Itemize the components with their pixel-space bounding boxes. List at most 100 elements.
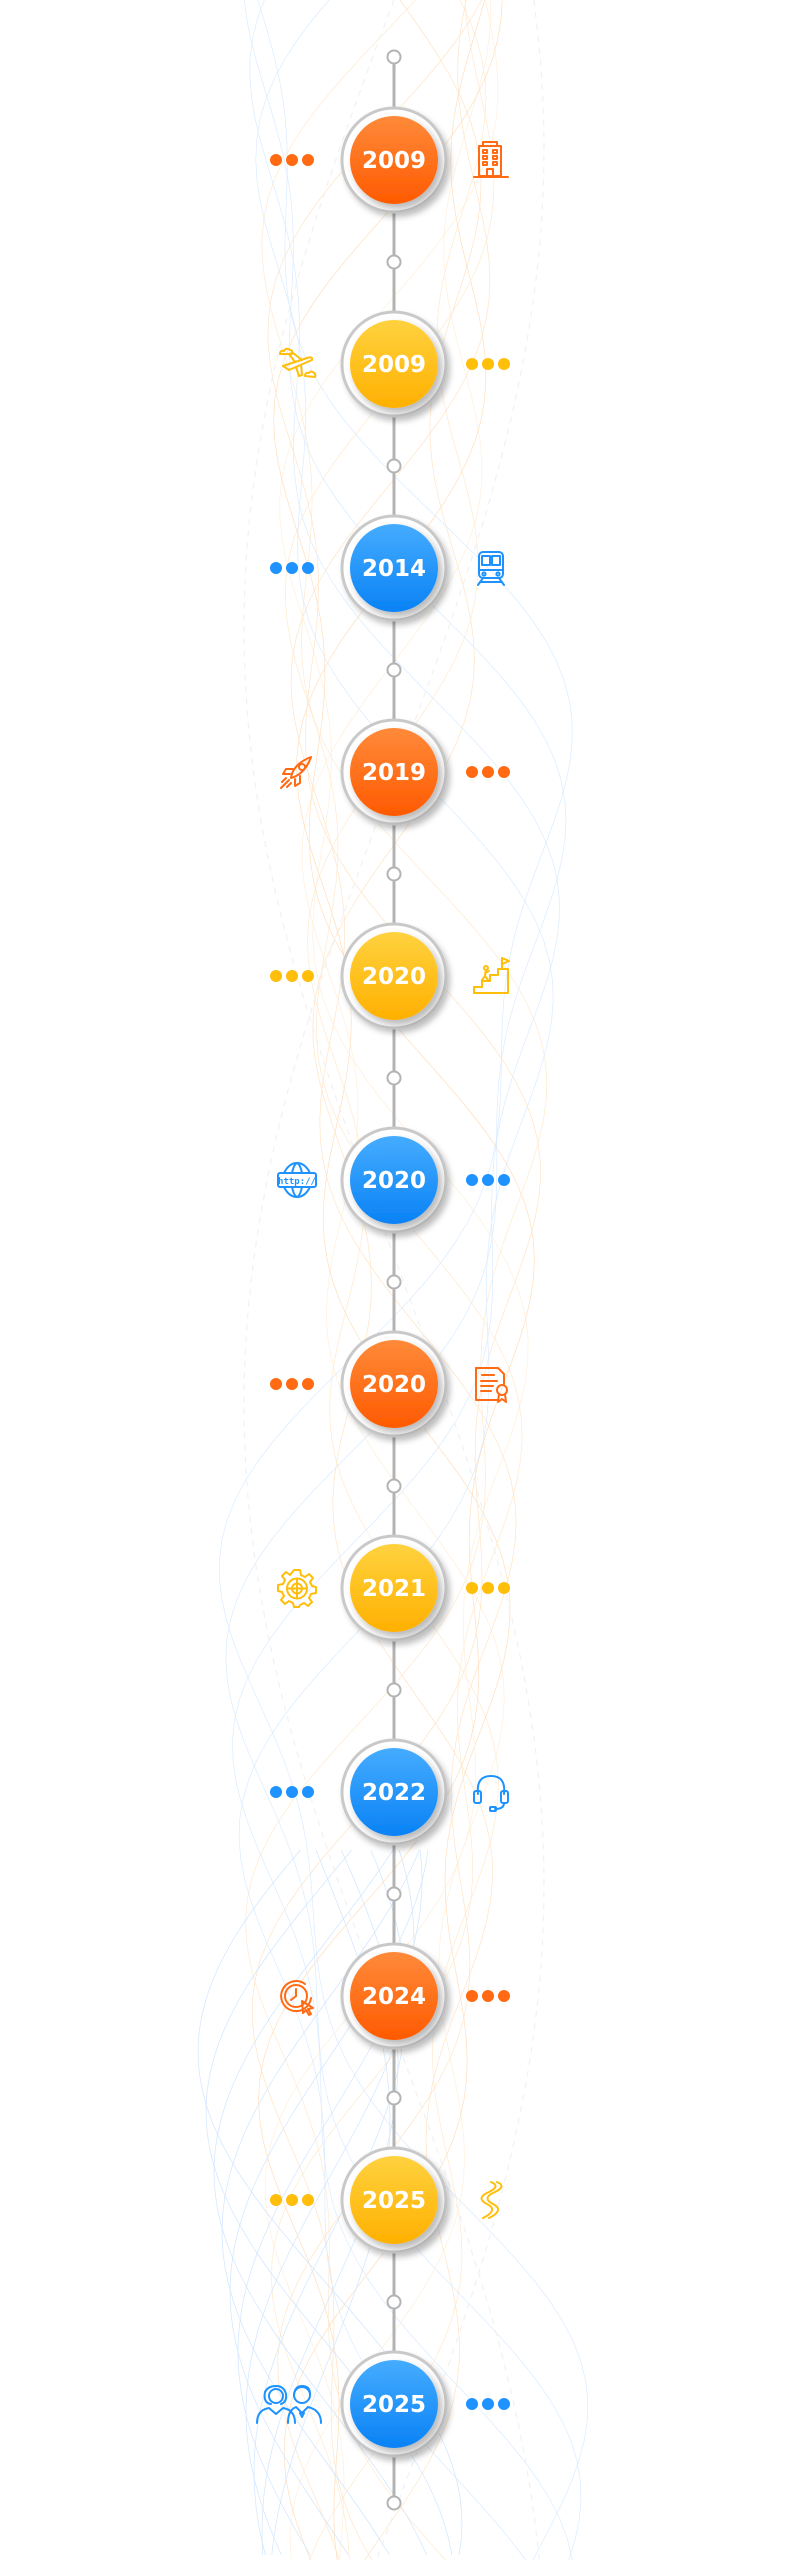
background-wave-line: [238, 0, 554, 2560]
background-wave-line: [219, 0, 589, 2560]
milestone-4: 2019: [280, 718, 510, 826]
milestone-dot: [498, 766, 510, 778]
airplane-clouds-icon: [279, 347, 317, 378]
milestone-dots: [466, 2398, 510, 2410]
milestone-disc: [350, 1748, 438, 1836]
milestone-dot: [482, 2398, 494, 2410]
milestone-dots: [270, 562, 314, 574]
milestone-year: 2025: [362, 2392, 426, 2418]
milestone-dots: [270, 2194, 314, 2206]
milestone-year: 2019: [362, 760, 426, 786]
milestones-group: 2009 2009 2014 2019 2020 2020 2020 2021 2022 2024…: [256, 106, 510, 2458]
milestone-year: 2009: [362, 352, 426, 378]
milestone-dot: [482, 358, 494, 370]
milestone-dot: [498, 1582, 510, 1594]
timeline-spine: [386, 49, 402, 2511]
milestone-year: 2020: [362, 964, 426, 990]
milestone-dot: [498, 1174, 510, 1186]
milestone-dot: [466, 358, 478, 370]
milestone-dots: [466, 358, 510, 370]
milestone-dot: [302, 970, 314, 982]
milestone-dot: [302, 562, 314, 574]
milestone-disc: [350, 524, 438, 612]
milestone-dot: [302, 1378, 314, 1390]
milestone-dot: [498, 1990, 510, 2002]
milestone-year: 2009: [362, 148, 426, 174]
milestone-year: 2020: [362, 1372, 426, 1398]
milestone-8: 2021: [277, 1534, 510, 1642]
milestone-disc: [350, 1544, 438, 1632]
timeline-connector-node: [386, 866, 402, 882]
milestone-dots: [466, 1174, 510, 1186]
milestone-12: 2025: [256, 2350, 510, 2458]
background-wave-line: [264, 0, 529, 2560]
milestone-year: 2020: [362, 1168, 426, 1194]
background-wave-line: [312, 0, 493, 2560]
milestone-11: 2025: [270, 2146, 503, 2254]
milestone-3: 2014: [270, 514, 505, 622]
background-wave-line: [277, 0, 517, 2560]
milestone-dot: [302, 154, 314, 166]
milestone-dot: [270, 2194, 282, 2206]
milestone-year: 2021: [362, 1576, 426, 1602]
timeline-connector-node: [386, 2090, 402, 2106]
milestone-dot: [482, 766, 494, 778]
milestone-10: 2024: [280, 1942, 510, 2050]
milestone-year: 2022: [362, 1780, 426, 1806]
milestone-dots: [270, 1378, 314, 1390]
train-icon: [477, 551, 505, 586]
milestone-dots: [270, 970, 314, 982]
milestone-dot: [466, 1174, 478, 1186]
background-wave-line: [225, 0, 582, 2560]
milestone-9: 2022: [270, 1738, 509, 1846]
milestone-dot: [270, 970, 282, 982]
milestone-7: 2020: [270, 1330, 508, 1438]
milestone-dot: [498, 2398, 510, 2410]
milestone-year: 2024: [362, 1984, 426, 2010]
background-wave-line: [258, 0, 535, 2560]
background-wave-line: [197, 1849, 463, 2556]
timeline-connector-node: [386, 1274, 402, 1290]
milestone-2: 2009: [279, 310, 510, 418]
milestone-dot: [286, 970, 298, 982]
timeline-connector-node: [386, 2294, 402, 2310]
milestone-disc: [350, 932, 438, 1020]
milestone-disc: [350, 728, 438, 816]
milestone-dot: [286, 1786, 298, 1798]
milestone-dot: [466, 1582, 478, 1594]
milestone-dots: [466, 1990, 510, 2002]
timeline-connector-node: [386, 254, 402, 270]
timeline-connector-node: [386, 1682, 402, 1698]
milestone-dots: [466, 766, 510, 778]
milestone-dot: [286, 2194, 298, 2206]
timeline-connector-node: [386, 458, 402, 474]
milestone-dot: [482, 1582, 494, 1594]
timeline-connector-node: [386, 662, 402, 678]
milestone-year: 2025: [362, 2188, 426, 2214]
timeline-connector-node: [386, 1478, 402, 1494]
milestone-dots: [466, 1582, 510, 1594]
milestone-dot: [302, 2194, 314, 2206]
milestone-dot: [270, 154, 282, 166]
people-icon: [256, 2385, 322, 2424]
milestone-dot: [482, 1174, 494, 1186]
milestone-disc: [350, 1340, 438, 1428]
background-wave-line: [245, 0, 548, 2560]
background-wave-line: [283, 0, 511, 2560]
background-dashed-curve: [243, 0, 545, 2560]
milestone-dot: [466, 2398, 478, 2410]
milestone-dots: [270, 1786, 314, 1798]
background-wave-line: [251, 0, 541, 2560]
http-globe-icon: [277, 1162, 317, 1198]
milestone-dot: [302, 1786, 314, 1798]
milestone-6: 2020: [277, 1126, 510, 1234]
stairs-flag-icon: [473, 957, 510, 994]
milestone-dot: [286, 154, 298, 166]
milestone-dot: [270, 562, 282, 574]
background-wave-line: [232, 0, 573, 2560]
timeline-connector-node: [386, 49, 402, 65]
milestone-1: 2009: [270, 106, 509, 214]
milestone-disc: [350, 1952, 438, 2040]
milestone-dot: [286, 1378, 298, 1390]
background-dashed-curve: [243, 0, 545, 2560]
